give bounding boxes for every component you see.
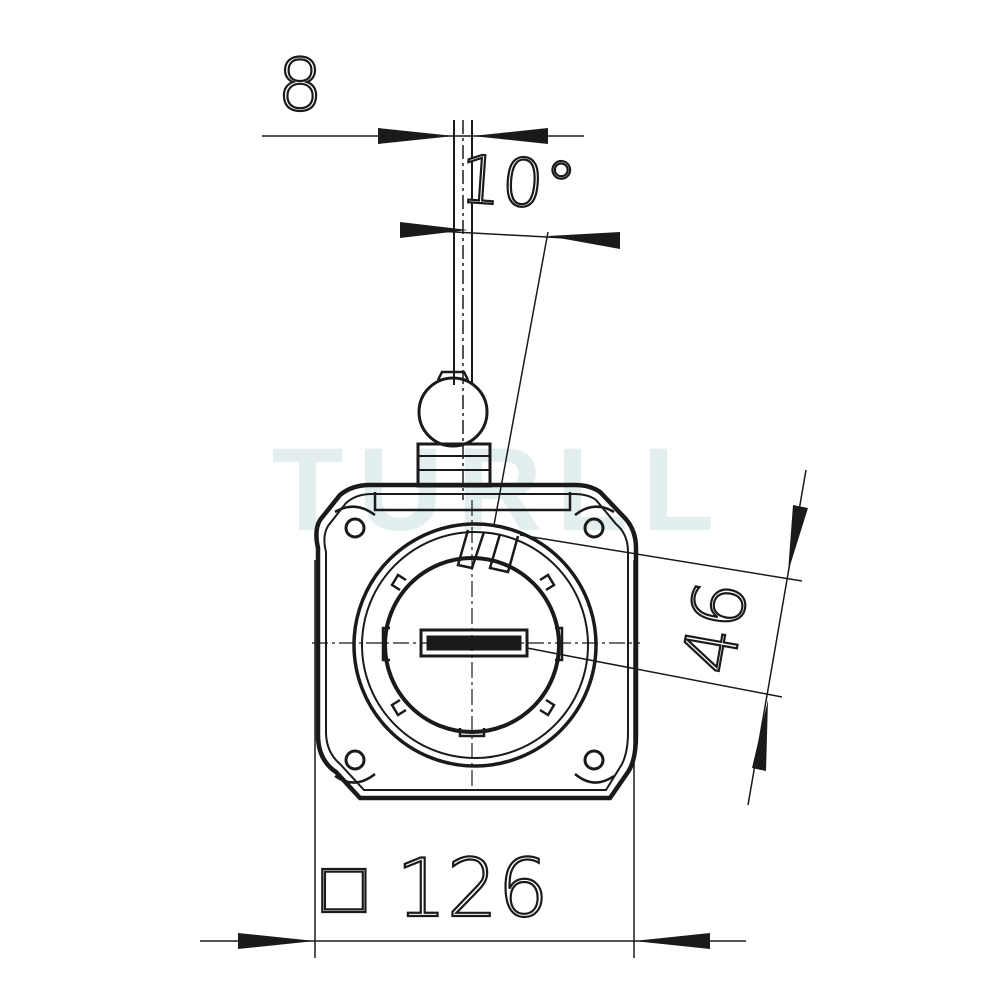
corner-rib-br bbox=[574, 773, 615, 784]
dial-inner-ring bbox=[361, 531, 589, 759]
rod-diameter-label: 8 bbox=[277, 43, 323, 127]
screw-bottom-left bbox=[344, 749, 366, 771]
offset-label: 46 bbox=[666, 575, 765, 680]
offset-ext-line-top bbox=[519, 534, 803, 582]
rotor-tooth-lr bbox=[539, 698, 556, 717]
corner-rib-bl bbox=[334, 773, 376, 784]
rotor-tooth-ll bbox=[390, 698, 407, 717]
width-arrow-right bbox=[634, 933, 710, 949]
housing-size-label: 126 bbox=[396, 842, 549, 935]
housing-inner-edge bbox=[323, 493, 629, 791]
screw-bottom-right bbox=[583, 749, 605, 771]
lever-arm-left bbox=[456, 529, 486, 570]
width-arrow-left bbox=[238, 933, 315, 949]
angle-arrow-left bbox=[400, 222, 468, 238]
rotor-tooth-right bbox=[555, 626, 564, 662]
lever-arm-right bbox=[488, 533, 520, 574]
swing-angle-label: 10° bbox=[457, 141, 579, 226]
rod-dim-arrow-right bbox=[472, 128, 548, 144]
knob-ball bbox=[417, 376, 489, 448]
housing-square-symbol: □ bbox=[322, 845, 366, 929]
offset-arrow-bottom bbox=[752, 700, 768, 771]
offset-arrow-top bbox=[788, 505, 808, 572]
arrowheads bbox=[238, 128, 808, 949]
corner-rib-tl bbox=[334, 505, 376, 517]
corner-rib-tr bbox=[574, 505, 615, 516]
rotor-tooth-ur bbox=[539, 573, 556, 592]
screw-top-right bbox=[583, 517, 605, 539]
rod-dim-arrow-left bbox=[378, 128, 454, 144]
offset-ext-line-bottom bbox=[526, 647, 783, 698]
dial-outer-ring bbox=[352, 522, 598, 768]
rotor-tooth-left bbox=[381, 626, 390, 662]
rotor-tooth-ul bbox=[390, 573, 407, 592]
screw-top-left bbox=[344, 517, 366, 539]
angle-tilt-line bbox=[493, 231, 549, 526]
knob-top-cap bbox=[436, 370, 470, 381]
angle-arrow-right bbox=[548, 232, 620, 249]
